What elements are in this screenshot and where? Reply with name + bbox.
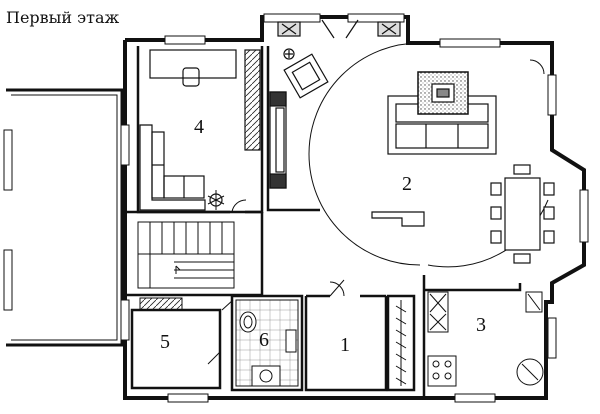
bathroom-fixtures	[235, 299, 299, 387]
room-label-1: 1	[340, 334, 350, 356]
floor-plan-title: Первый этаж	[6, 8, 120, 27]
fireplace	[269, 91, 287, 189]
room-label-5: 5	[160, 331, 170, 353]
doors	[207, 199, 345, 365]
room-label-4: 4	[194, 116, 204, 138]
interior-walls	[125, 46, 522, 398]
kitchen-fixtures	[427, 291, 544, 387]
room-4-furniture	[139, 49, 261, 211]
room-label-3: 3	[476, 314, 486, 336]
room-label-2: 2	[402, 173, 412, 195]
living-room-furniture	[277, 19, 555, 268]
windows	[3, 13, 589, 403]
room-label-6: 6	[259, 329, 269, 351]
staircase	[137, 221, 235, 311]
closet-rack	[395, 300, 407, 386]
